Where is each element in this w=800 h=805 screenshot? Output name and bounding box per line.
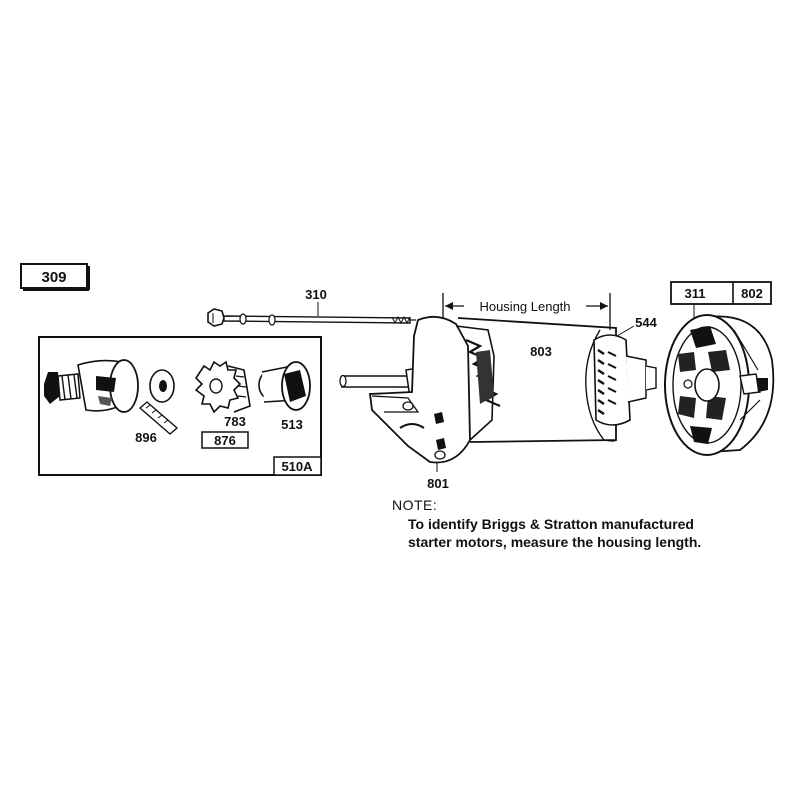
end-cap-kit-box bbox=[670, 281, 772, 305]
label-876: 876 bbox=[214, 433, 236, 448]
end-cap-part bbox=[664, 304, 775, 456]
note-line-1: To identify Briggs & Stratton manufactur… bbox=[408, 516, 694, 532]
armature-part bbox=[593, 325, 657, 426]
label-544: 544 bbox=[635, 315, 657, 330]
label-783: 783 bbox=[224, 414, 246, 429]
label-310: 310 bbox=[305, 287, 327, 302]
label-802: 802 bbox=[741, 286, 763, 301]
drive-end-cap-part bbox=[368, 315, 501, 472]
label-311: 311 bbox=[685, 286, 706, 301]
washer-part bbox=[149, 369, 175, 403]
gear-part bbox=[194, 360, 251, 414]
label-803: 803 bbox=[530, 344, 552, 359]
housing-length-dimension: Housing Length bbox=[442, 293, 611, 330]
label-510a: 510A bbox=[281, 459, 313, 474]
label-513: 513 bbox=[281, 417, 303, 432]
drive-kit-box bbox=[38, 336, 322, 476]
label-801: 801 bbox=[427, 476, 449, 491]
drive-cap-part bbox=[258, 361, 311, 411]
housing-length-label: Housing Length bbox=[479, 299, 570, 314]
spring-part bbox=[138, 401, 179, 435]
bolt-part bbox=[207, 302, 416, 327]
page-number-box: 309 bbox=[20, 263, 90, 291]
page-number: 309 bbox=[41, 269, 66, 286]
clutch-part bbox=[44, 359, 139, 413]
note-title: NOTE: bbox=[392, 497, 438, 513]
note-line-2: starter motors, measure the housing leng… bbox=[408, 534, 702, 550]
label-896: 896 bbox=[135, 430, 157, 445]
